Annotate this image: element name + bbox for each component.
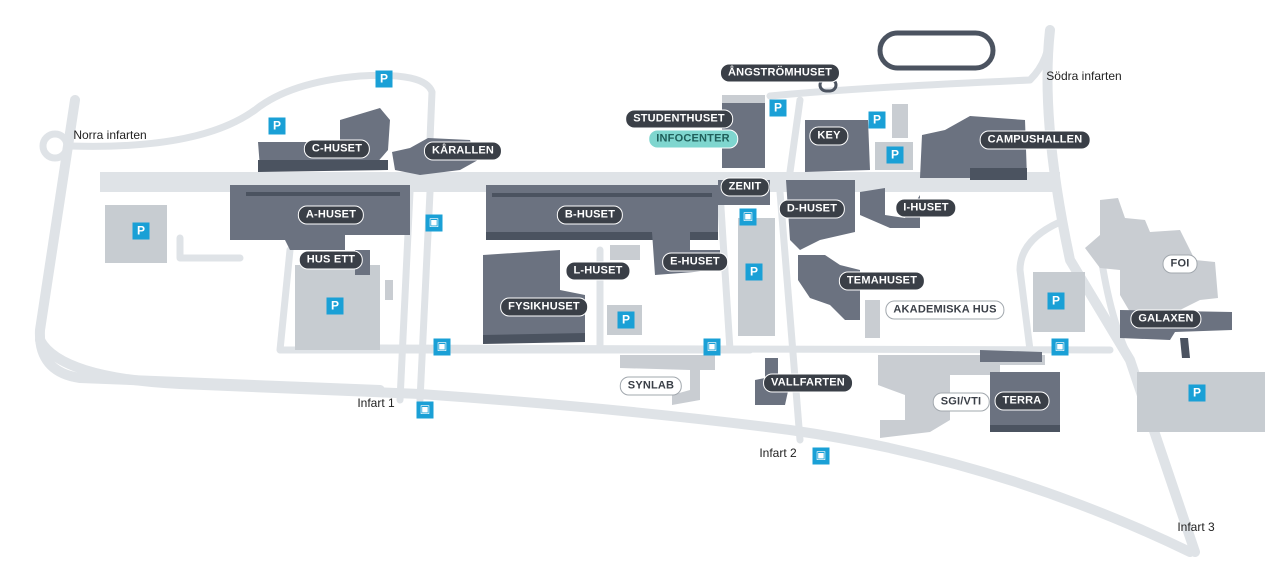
building-label-vallfarten[interactable]: VALLFARTEN (763, 373, 853, 393)
parking-icon[interactable]: P (1188, 384, 1206, 402)
bus-stop-icon[interactable]: ▣ (739, 208, 757, 226)
building-label-e-huset[interactable]: E-HUSET (662, 252, 728, 272)
parking-icon[interactable]: P (769, 99, 787, 117)
parking-icon[interactable]: P (326, 297, 344, 315)
infart-2-label: Infart 2 (759, 446, 797, 460)
building-label-zenit[interactable]: ZENIT (720, 177, 770, 197)
parking-icon[interactable]: P (886, 146, 904, 164)
bus-stop-icon[interactable]: ▣ (812, 447, 830, 465)
building-label-a-huset[interactable]: A-HUSET (297, 205, 365, 225)
bus-stop-icon[interactable]: ▣ (433, 338, 451, 356)
building-label-galaxen[interactable]: GALAXEN (1130, 309, 1202, 329)
building-label-c-huset[interactable]: C-HUSET (303, 139, 371, 159)
bus-stop-icon[interactable]: ▣ (703, 338, 721, 356)
building-label-karallen[interactable]: KÅRALLEN (423, 141, 503, 161)
bus-stop-icon[interactable]: ▣ (416, 401, 434, 419)
building-label-hus-ett[interactable]: HUS ETT (298, 250, 364, 270)
building-label-fysikhuset[interactable]: FYSIKHUSET (500, 297, 588, 317)
parking-icon[interactable]: P (268, 117, 286, 135)
parking-icon[interactable]: P (375, 70, 393, 88)
building-label-campushallen[interactable]: CAMPUSHALLEN (979, 130, 1091, 150)
building-label-l-huset[interactable]: L-HUSET (565, 261, 631, 281)
building-label-sgi-vti[interactable]: SGI/VTI (932, 392, 990, 412)
building-label-synlab[interactable]: SYNLAB (619, 376, 683, 396)
building-label-akademiska-hus[interactable]: AKADEMISKA HUS (885, 300, 1005, 320)
infart-1-label: Infart 1 (357, 396, 395, 410)
building-label-terra[interactable]: TERRA (994, 391, 1050, 411)
infart-3-label: Infart 3 (1177, 520, 1215, 534)
parking-lots (105, 142, 1265, 432)
building-label-d-huset[interactable]: D-HUSET (778, 199, 846, 219)
parking-icon[interactable]: P (745, 263, 763, 281)
building-label-i-huset[interactable]: I-HUSET (895, 198, 957, 218)
road-network (34, 25, 1200, 557)
building-label-infocenter[interactable]: INFOCENTER (648, 129, 738, 149)
building-label-angstromhuset[interactable]: ÅNGSTRÖMHUSET (719, 63, 841, 83)
parking-icon[interactable]: P (1047, 292, 1065, 310)
parking-icon[interactable]: P (868, 111, 886, 129)
building-label-key[interactable]: KEY (809, 126, 849, 146)
building-label-temahuset[interactable]: TEMAHUSET (838, 271, 926, 291)
parking-icon[interactable]: P (617, 311, 635, 329)
bus-stop-icon[interactable]: ▣ (1051, 338, 1069, 356)
bus-stop-icon[interactable]: ▣ (425, 214, 443, 232)
parking-icon[interactable]: P (132, 222, 150, 240)
building-label-foi[interactable]: FOI (1162, 254, 1198, 274)
building-label-studenthuset[interactable]: STUDENTHUSET (625, 109, 733, 129)
building-label-b-huset[interactable]: B-HUSET (556, 205, 624, 225)
norra-infarten-label: Norra infarten (73, 128, 147, 142)
sodra-infarten-label: Södra infarten (1046, 69, 1122, 83)
